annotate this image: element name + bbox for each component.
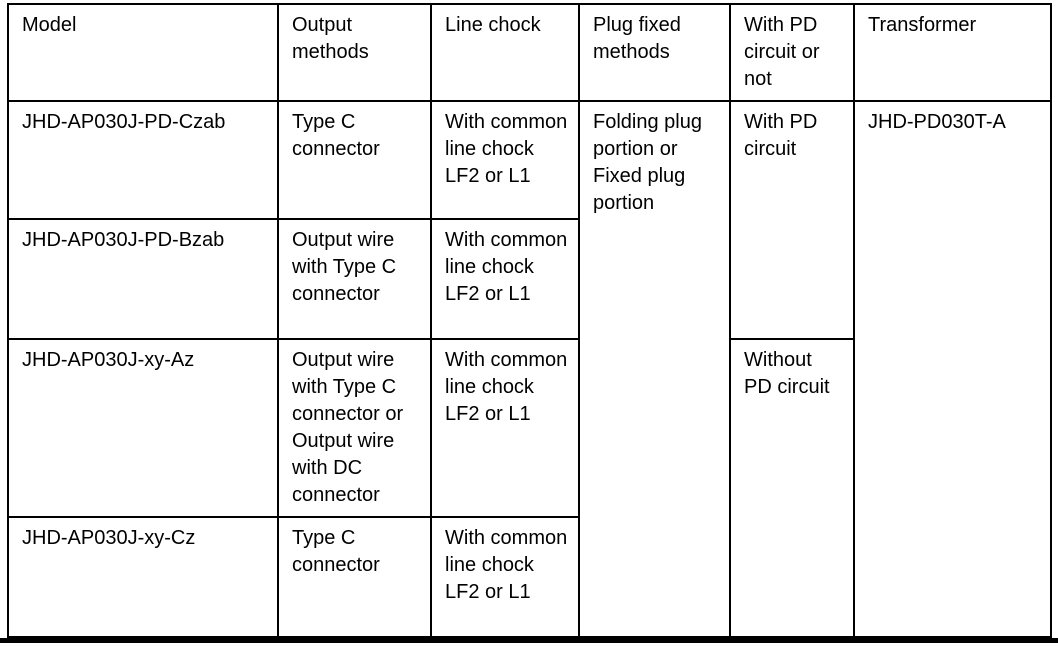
column-header-transformer: Transformer [853, 3, 1052, 102]
page-bottom-rule [0, 638, 1058, 643]
output-methods-cell: Output wire with Type C connector [277, 218, 432, 340]
model-spec-table: Model Output methods Line chock Plug fix… [7, 3, 1052, 638]
header-row: Model Output methods Line chock Plug fix… [7, 3, 1052, 102]
output-methods-cell: Type C connector [277, 100, 432, 220]
table-row-xy-az: JHD-AP030J-xy-Az Output wire with Type C… [7, 338, 1051, 638]
column-header-pd-circuit-or-not: With PD circuit or not [729, 3, 855, 102]
output-methods-cell: Type C connector [277, 516, 432, 638]
table-row-czab: JHD-AP030J-PD-Czab Type C connector With… [7, 100, 1052, 638]
line-chock-cell: With common line chock LF2 or L1 [430, 218, 580, 340]
line-chock-cell: With common line chock LF2 or L1 [430, 516, 580, 638]
table-row-xy-cz: JHD-AP030J-xy-Cz Type C connector With c… [7, 516, 1051, 638]
column-header-output-methods: Output methods [277, 3, 432, 102]
column-header-plug-fixed-methods: Plug fixed methods [578, 3, 731, 102]
pd-circuit-cell-with: With PD circuit [729, 100, 855, 340]
column-header-line-chock: Line chock [430, 3, 580, 102]
model-cell: JHD-AP030J-PD-Bzab [7, 218, 279, 340]
column-header-model: Model [7, 3, 279, 102]
plug-fixed-methods-cell: Folding plug portion or Fixed plug porti… [578, 100, 731, 638]
line-chock-cell: With common line chock LF2 or L1 [430, 338, 580, 518]
pd-circuit-cell-without: Without PD circuit [729, 338, 855, 638]
transformer-cell: JHD-PD030T-A [853, 100, 1052, 638]
model-cell: JHD-AP030J-xy-Cz [7, 516, 279, 638]
model-cell: JHD-AP030J-PD-Czab [7, 100, 279, 220]
table-row-bzab: JHD-AP030J-PD-Bzab Output wire with Type… [7, 218, 1051, 340]
model-cell: JHD-AP030J-xy-Az [7, 338, 279, 518]
output-methods-cell: Output wire with Type C connector or Out… [277, 338, 432, 518]
line-chock-cell: With common line chock LF2 or L1 [430, 100, 580, 220]
